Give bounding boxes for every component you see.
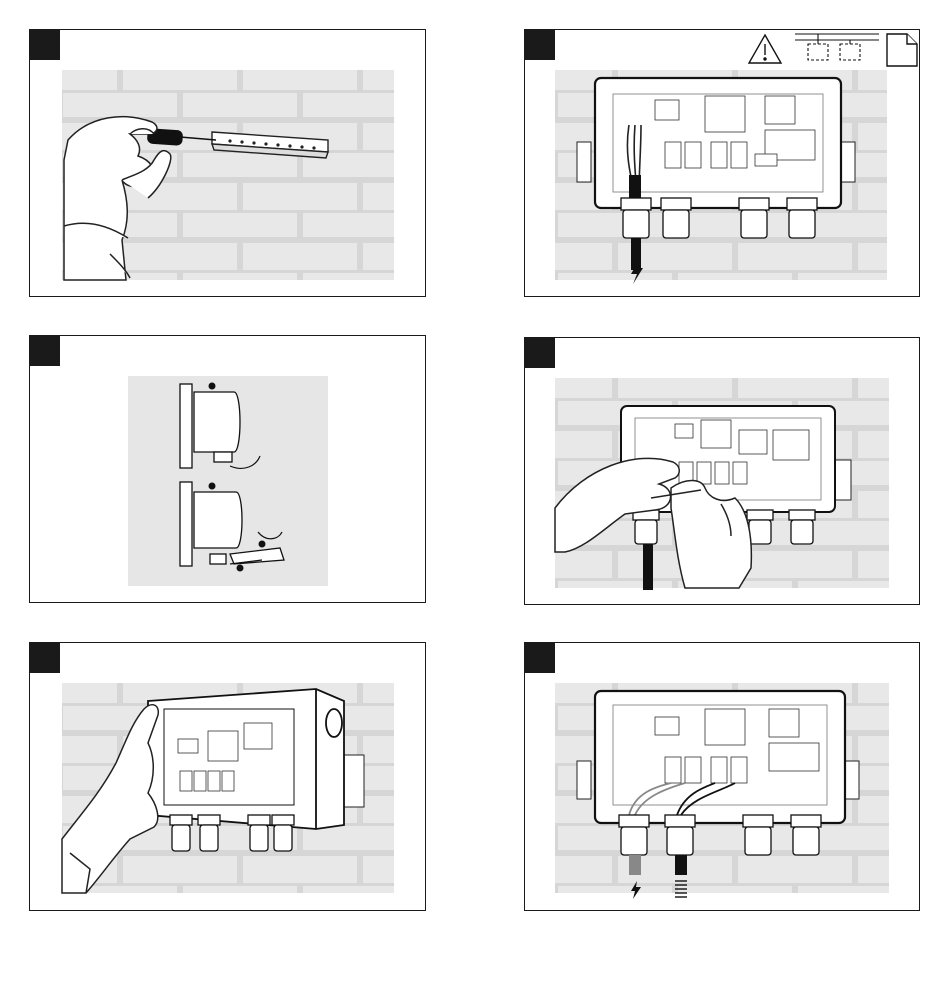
- step-5-panel: [29, 642, 426, 911]
- connect-wires-illustration: [525, 338, 920, 605]
- mount-on-rail-illustration: [30, 336, 426, 603]
- step-2-panel: [524, 29, 920, 297]
- warning-icon: [749, 35, 781, 63]
- screw-rail-illustration: [30, 30, 426, 297]
- cables-connected-illustration: [525, 643, 920, 911]
- document-icon: [887, 34, 917, 66]
- step-3-panel: [29, 335, 426, 603]
- step-6-panel: [524, 642, 920, 911]
- open-enclosure-illustration: [30, 643, 426, 911]
- step-1-panel: [29, 29, 426, 297]
- step-4-panel: [524, 337, 920, 605]
- enclosure-power-illustration: [525, 30, 920, 297]
- wiring-diagram-icon: [795, 34, 879, 60]
